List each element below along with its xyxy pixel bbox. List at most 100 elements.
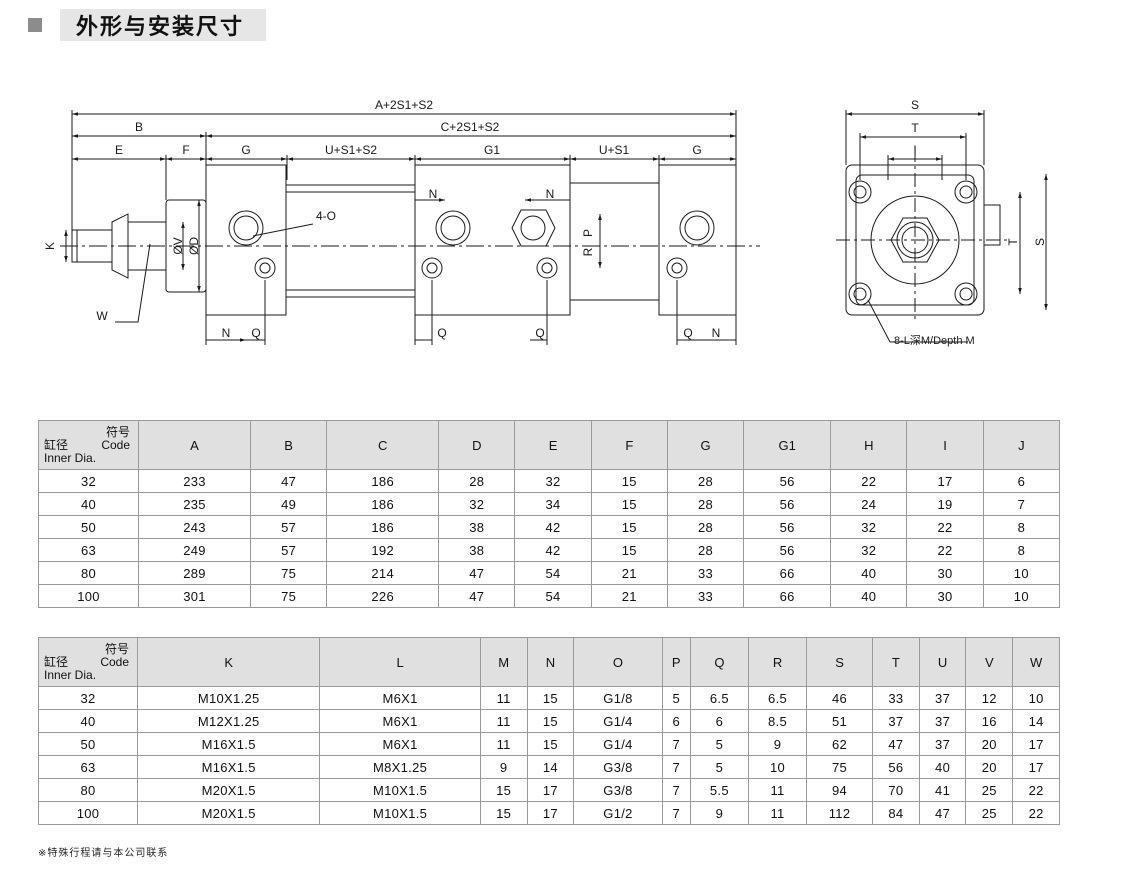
value-cell: 32 <box>438 492 516 516</box>
value-cell: 112 <box>806 801 873 825</box>
dim-us1: U+S1 <box>599 143 630 157</box>
corner-dia-en: Inner Dia. <box>44 668 97 682</box>
dim-v: ØV <box>171 237 185 254</box>
value-cell: 226 <box>326 584 440 608</box>
bore-cell: 63 <box>38 538 139 562</box>
bore-cell: 32 <box>38 469 139 493</box>
dim-t-top: T <box>911 121 919 135</box>
value-cell: 5 <box>661 686 691 710</box>
value-cell: 10 <box>1012 686 1060 710</box>
column-header: W <box>1012 637 1060 687</box>
dim-q-1: Q <box>251 326 260 340</box>
dim-s-side: S <box>1033 238 1047 246</box>
value-cell: G3/8 <box>573 778 663 802</box>
column-header: G1 <box>743 420 832 470</box>
value-cell: 56 <box>743 469 832 493</box>
value-cell: G1/4 <box>573 709 663 733</box>
value-cell: M16X1.5 <box>136 755 321 779</box>
column-header: L <box>319 637 481 687</box>
value-cell: 6 <box>661 709 691 733</box>
corner-cell: 符号 Code 缸径 Inner Dia. <box>38 420 139 470</box>
dim-p: P <box>581 229 595 237</box>
value-cell: 22 <box>830 469 908 493</box>
dim-f: F <box>182 143 189 157</box>
dim-q-3: Q <box>535 326 544 340</box>
value-cell: 28 <box>438 469 516 493</box>
dim-w: W <box>96 309 108 323</box>
table-header-row: 符号 Code 缸径 Inner Dia. K L M N O P Q R S … <box>38 637 1060 687</box>
value-cell: 15 <box>590 538 668 562</box>
value-cell: 30 <box>906 561 984 585</box>
value-cell: 6.5 <box>747 686 808 710</box>
value-cell: 11 <box>747 778 808 802</box>
value-cell: 249 <box>138 538 251 562</box>
value-cell: 94 <box>806 778 873 802</box>
dimension-drawing: A+2S1+S2 B C+2S1+S2 E F G U+S1+S2 G1 U+S… <box>43 98 1048 347</box>
column-header: J <box>982 420 1061 470</box>
bore-cell: 40 <box>38 492 139 516</box>
column-header: K <box>136 637 321 687</box>
column-header: M <box>479 637 528 687</box>
value-cell: G1/2 <box>573 801 663 825</box>
value-cell: 25 <box>965 778 1014 802</box>
corner-code-en: Code <box>101 438 130 452</box>
value-cell: 54 <box>514 584 592 608</box>
dim-a-total: A+2S1+S2 <box>375 98 433 112</box>
value-cell: 17 <box>526 778 575 802</box>
value-cell: 233 <box>138 469 251 493</box>
dim-b: B <box>135 120 143 134</box>
value-cell: M6X1 <box>319 686 481 710</box>
column-header: E <box>514 420 592 470</box>
value-cell: 40 <box>830 584 908 608</box>
section-header: 外形与安装尺寸 <box>28 9 267 41</box>
value-cell: 8 <box>982 538 1061 562</box>
value-cell: 22 <box>1012 778 1060 802</box>
bore-cell: 40 <box>38 709 138 733</box>
value-cell: G1/4 <box>573 732 663 756</box>
value-cell: M10X1.5 <box>319 778 481 802</box>
value-cell: 7 <box>982 492 1061 516</box>
dim-t-side: T <box>1006 238 1020 246</box>
value-cell: 56 <box>871 755 920 779</box>
column-header: A <box>138 420 251 470</box>
value-cell: M6X1 <box>319 709 481 733</box>
dim-d: ØD <box>187 237 201 255</box>
value-cell: 19 <box>906 492 984 516</box>
dim-n-top-1: N <box>429 187 438 201</box>
value-cell: 192 <box>326 538 440 562</box>
value-cell: 21 <box>590 584 668 608</box>
value-cell: 10 <box>747 755 808 779</box>
value-cell: 15 <box>526 709 575 733</box>
value-cell: 22 <box>1012 801 1060 825</box>
value-cell: 7 <box>661 732 691 756</box>
value-cell: 186 <box>326 469 440 493</box>
column-header: G <box>666 420 745 470</box>
value-cell: 25 <box>965 801 1014 825</box>
dim-us1s2: U+S1+S2 <box>325 143 377 157</box>
value-cell: 9 <box>479 755 528 779</box>
value-cell: 16 <box>965 709 1014 733</box>
value-cell: 186 <box>326 515 440 539</box>
value-cell: 56 <box>743 538 832 562</box>
value-cell: 46 <box>806 686 873 710</box>
value-cell: 28 <box>666 538 745 562</box>
value-cell: 11 <box>747 801 808 825</box>
bore-cell: 32 <box>38 686 138 710</box>
value-cell: 42 <box>514 538 592 562</box>
value-cell: 56 <box>743 515 832 539</box>
value-cell: 21 <box>590 561 668 585</box>
value-cell: 42 <box>514 515 592 539</box>
column-header: I <box>906 420 984 470</box>
corner-cell: 符号 Code 缸径 Inner Dia. <box>38 637 138 687</box>
value-cell: 66 <box>743 561 832 585</box>
value-cell: 47 <box>249 469 328 493</box>
corner-code-label: 符号 Code <box>101 426 130 452</box>
value-cell: 6 <box>982 469 1061 493</box>
dim-s-top: S <box>911 98 919 112</box>
value-cell: M20X1.5 <box>136 778 321 802</box>
value-cell: 15 <box>526 732 575 756</box>
